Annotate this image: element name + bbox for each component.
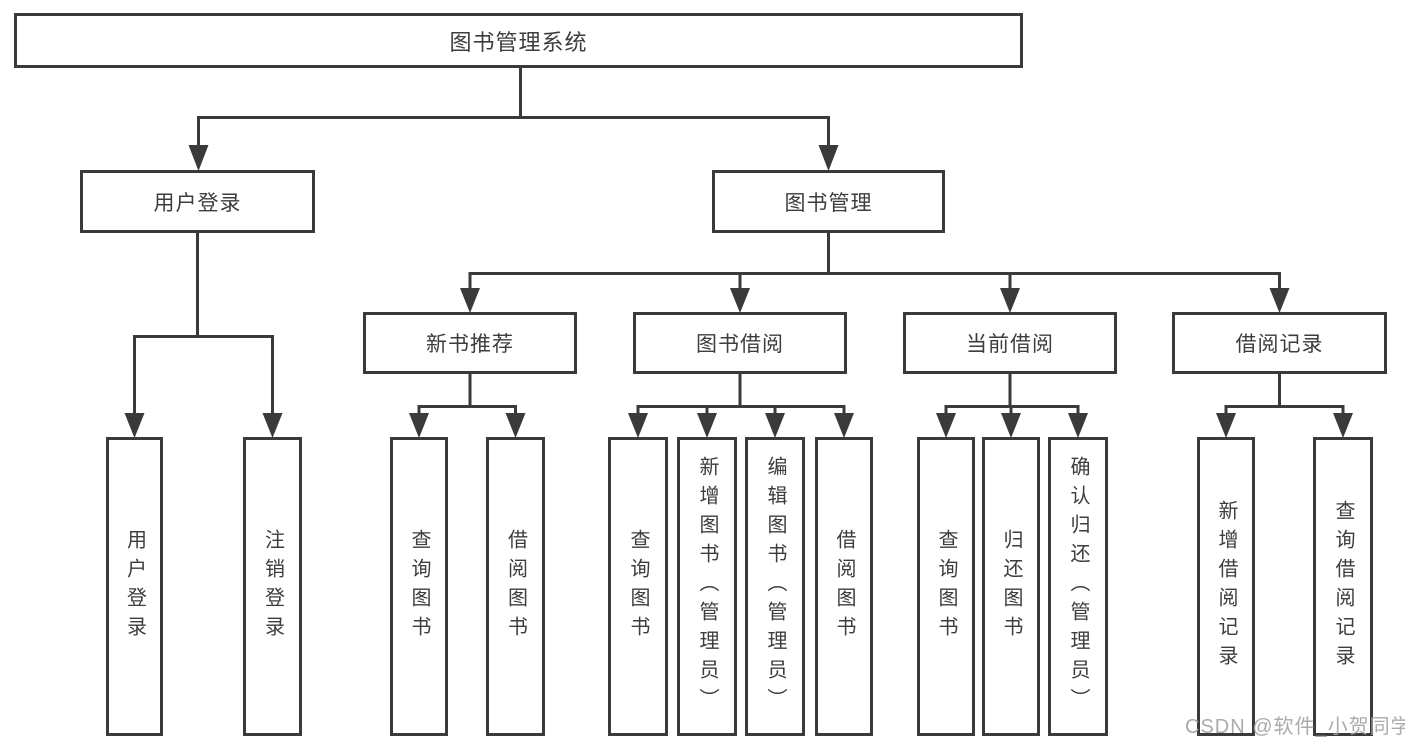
leaf-query-borrow-record: 查询借阅记录	[1313, 437, 1373, 736]
node-label: 图书借阅	[696, 333, 784, 356]
node-label: 当前借阅	[966, 333, 1054, 356]
node-current-borrowing: 当前借阅	[903, 312, 1117, 374]
node-label: 图书管理系统	[449, 29, 588, 55]
leaf-borrow-books: 借阅图书	[815, 437, 873, 736]
node-label: 新书推荐	[426, 333, 514, 356]
node-label: 图书管理	[784, 191, 873, 215]
node-user-login: 用户登录	[80, 170, 315, 233]
node-label: 借阅记录	[1235, 333, 1324, 356]
leaf-label: 查询图书	[935, 528, 957, 645]
node-library-management-system: 图书管理系统	[14, 13, 1023, 68]
leaf-label: 新增图书（管理员）	[696, 456, 718, 717]
node-book-borrowing: 图书借阅	[633, 312, 847, 374]
leaf-edit-books-admin: 编辑图书（管理员）	[745, 437, 805, 736]
leaf-query-books-current: 查询图书	[917, 437, 975, 736]
leaf-label: 查询图书	[627, 528, 649, 645]
leaf-logout: 注销登录	[243, 437, 302, 736]
connector-path	[133, 68, 1345, 414]
leaf-label: 借阅图书	[504, 528, 527, 645]
arrowhead-icons	[124, 145, 1353, 438]
leaf-add-borrow-record: 新增借阅记录	[1197, 437, 1255, 736]
node-book-management: 图书管理	[712, 170, 945, 233]
leaf-label: 注销登录	[261, 528, 284, 645]
leaf-label: 查询借阅记录	[1332, 499, 1354, 674]
leaf-return-books: 归还图书	[982, 437, 1040, 736]
leaf-query-books-recommend: 查询图书	[390, 437, 448, 736]
leaf-query-books-borrow: 查询图书	[608, 437, 668, 736]
leaf-borrow-books-recommend: 借阅图书	[486, 437, 545, 736]
leaf-label: 编辑图书（管理员）	[764, 456, 786, 717]
leaf-label: 新增借阅记录	[1215, 499, 1237, 674]
leaf-label: 借阅图书	[833, 528, 855, 645]
node-label: 用户登录	[153, 191, 242, 215]
leaf-confirm-return-admin: 确认归还（管理员）	[1048, 437, 1108, 736]
node-borrowing-records: 借阅记录	[1172, 312, 1387, 374]
leaf-user-login: 用户登录	[106, 437, 163, 736]
leaf-label: 用户登录	[123, 528, 146, 645]
node-new-book-recommendation: 新书推荐	[363, 312, 577, 374]
leaf-add-books-admin: 新增图书（管理员）	[677, 437, 737, 736]
leaf-label: 归还图书	[1000, 528, 1022, 645]
leaf-label: 查询图书	[408, 528, 430, 645]
csdn-watermark: CSDN @软件_小贺同学	[1185, 716, 1405, 738]
leaf-label: 确认归还（管理员）	[1067, 456, 1089, 717]
